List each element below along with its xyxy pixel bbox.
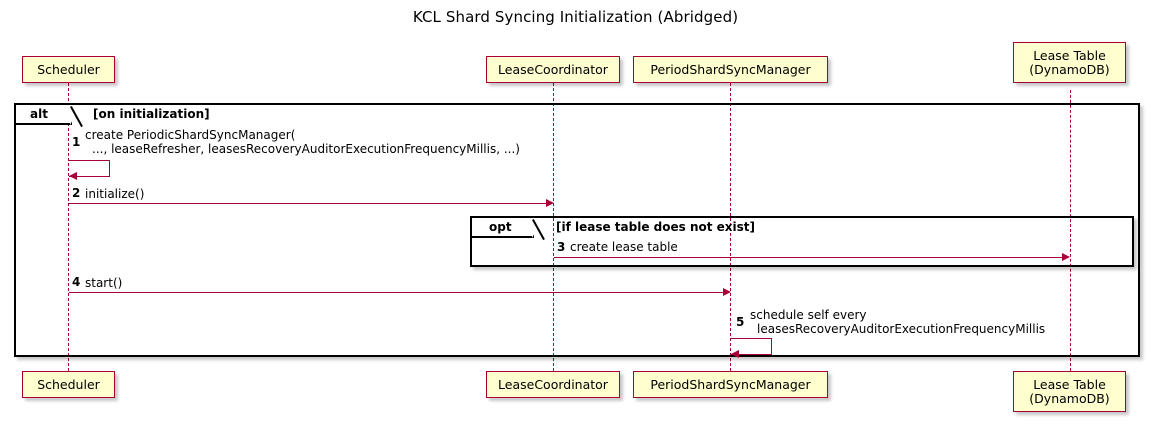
- fragment-opt: opt: [470, 216, 1134, 267]
- message-5-label-line2: leasesRecoveryAuditorExecutionFrequencyM…: [757, 322, 1046, 336]
- message-3-label: create lease table: [570, 240, 678, 254]
- message-4-number: 4: [72, 275, 81, 289]
- fragment-opt-label: opt: [489, 220, 512, 234]
- participant-period-shard-sync-manager-top-label: PeriodShardSyncManager: [650, 61, 811, 77]
- message-4-line: [69, 292, 724, 293]
- participant-lease-table-top-label-line2: (DynamoDB): [1029, 61, 1110, 77]
- participant-scheduler-bottom-label: Scheduler: [37, 376, 100, 392]
- message-3-arrowhead: [1062, 252, 1070, 261]
- lifeline-scheduler: [68, 83, 69, 371]
- fragment-alt-label: alt: [30, 107, 48, 121]
- message-2-line: [69, 203, 547, 204]
- participant-lease-coordinator-top[interactable]: LeaseCoordinator: [486, 56, 620, 83]
- fragment-opt-guard: [if lease table does not exist]: [556, 220, 756, 234]
- participant-lease-table-bottom-label-line1: Lease Table: [1033, 376, 1106, 392]
- lifeline-period-shard-sync-manager: [730, 83, 731, 371]
- diagram-title: KCL Shard Syncing Initialization (Abridg…: [412, 8, 739, 26]
- lifeline-lease-coordinator: [553, 83, 554, 371]
- participant-lease-coordinator-bottom[interactable]: LeaseCoordinator: [486, 371, 620, 398]
- participant-lease-coordinator-top-label: LeaseCoordinator: [498, 61, 608, 77]
- fragment-alt-guard: [on initialization]: [93, 107, 210, 121]
- message-5-arrowhead: [731, 350, 739, 358]
- participant-scheduler-top-label: Scheduler: [37, 61, 100, 77]
- message-5-selfcall-loop: [731, 338, 772, 355]
- message-3-number: 3: [557, 240, 566, 254]
- fragment-alt-tab: [16, 105, 81, 125]
- message-4-arrowhead: [723, 287, 731, 296]
- participant-period-shard-sync-manager-bottom[interactable]: PeriodShardSyncManager: [633, 371, 828, 398]
- message-1-arrowhead: [69, 172, 77, 180]
- participant-lease-table-top[interactable]: Lease Table (DynamoDB): [1013, 42, 1126, 83]
- message-5-number: 5: [736, 315, 745, 329]
- fragment-alt: alt: [14, 103, 1140, 357]
- message-1-label-line2: ..., leaseRefresher, leasesRecoveryAudit…: [92, 142, 520, 156]
- lifeline-lease-table: [1070, 90, 1071, 371]
- message-1-selfcall-loop: [69, 160, 110, 177]
- participant-lease-table-bottom[interactable]: Lease Table (DynamoDB): [1013, 371, 1126, 412]
- participant-period-shard-sync-manager-bottom-label: PeriodShardSyncManager: [650, 376, 811, 392]
- participant-scheduler-bottom[interactable]: Scheduler: [22, 371, 115, 398]
- participant-scheduler-top[interactable]: Scheduler: [22, 56, 115, 83]
- message-2-label: initialize(): [85, 187, 145, 201]
- fragment-opt-tab: [472, 218, 543, 238]
- message-4-label: start(): [85, 276, 123, 290]
- participant-period-shard-sync-manager-top[interactable]: PeriodShardSyncManager: [633, 56, 828, 83]
- message-1-number: 1: [72, 135, 81, 149]
- participant-lease-table-bottom-label-line2: (DynamoDB): [1029, 390, 1110, 406]
- participant-lease-table-top-label-line1: Lease Table: [1033, 47, 1106, 63]
- message-2-arrowhead: [546, 198, 554, 207]
- participant-lease-coordinator-bottom-label: LeaseCoordinator: [498, 376, 608, 392]
- message-3-line: [554, 257, 1063, 258]
- message-5-label-line1: schedule self every: [750, 308, 867, 322]
- message-1-label-line1: create PeriodicShardSyncManager(: [85, 128, 296, 142]
- message-2-number: 2: [72, 186, 81, 200]
